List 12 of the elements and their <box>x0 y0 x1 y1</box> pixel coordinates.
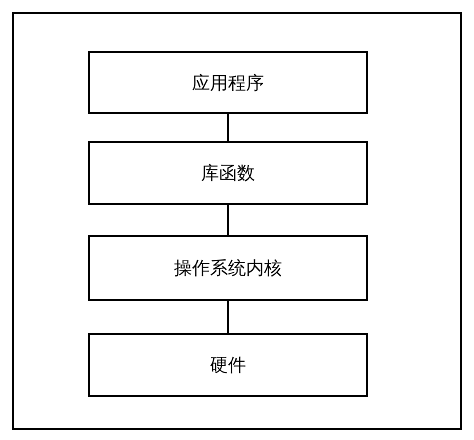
layer-box <box>88 235 368 301</box>
connector-line <box>227 301 229 333</box>
layer-label: 库函数 <box>201 162 255 185</box>
connector-line <box>227 114 229 141</box>
layer-box <box>88 141 368 205</box>
layer-box <box>88 333 368 397</box>
layer-label: 硬件 <box>210 354 246 377</box>
frame-border <box>12 12 462 430</box>
layer-label: 应用程序 <box>192 72 264 94</box>
connector-line <box>227 205 229 235</box>
layer-box <box>88 51 368 114</box>
layer-label: 操作系统内核 <box>174 257 282 280</box>
